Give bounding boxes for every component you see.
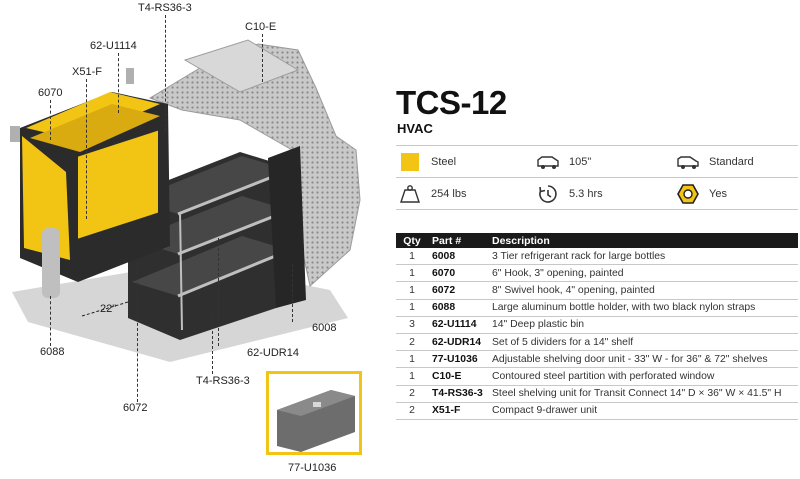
spec-install-time: 5.3 hrs [536, 178, 603, 209]
spec-row: Steel 105" Standard [396, 146, 798, 178]
door-unit-inset [266, 371, 362, 455]
hardware-nut-icon [676, 182, 700, 206]
callout-62-u1114: 62-U1114 [90, 40, 137, 52]
refrigerant-rack [268, 146, 306, 308]
spec-van-length: 105" [536, 146, 591, 177]
callout-c10-e: C10-E [245, 21, 277, 33]
van-roof-icon [676, 150, 700, 174]
bottle-holder [42, 228, 60, 298]
col-description: Description [488, 233, 798, 248]
product-subtitle: HVAC [397, 121, 433, 136]
spec-weight: 254 lbs [398, 178, 466, 209]
spec-panel: TCS-12 HVAC Steel 105" Standard [396, 0, 800, 479]
col-qty: Qty [396, 233, 428, 248]
steel-swatch-icon [398, 150, 422, 174]
spec-grid: Steel 105" Standard 254 lbs [396, 145, 798, 210]
callout-x51-f: X51-F [72, 66, 102, 78]
spec-hardware: Yes [676, 178, 727, 209]
callout-t4-rs36-3-bottom: T4-RS36-3 [196, 375, 250, 387]
weight-icon [398, 182, 422, 206]
callout-6088: 6088 [40, 346, 65, 358]
parts-table-header: Qty Part # Description [396, 233, 798, 248]
callout-62-udr14: 62-UDR14 [247, 347, 299, 359]
van-shelving-drawing [10, 39, 361, 362]
partition-c10e [148, 43, 361, 287]
callout-77-u1036: 77-U1036 [288, 462, 337, 474]
callout-6070: 6070 [38, 87, 63, 99]
spec-row: 254 lbs 5.3 hrs Yes [396, 178, 798, 210]
dimension-22-in: 22" [100, 303, 117, 315]
callout-6008: 6008 [312, 322, 337, 334]
col-part: Part # [428, 233, 488, 248]
product-illustration: T4-RS36-3 C10-E 62-U1114 X51-F 6070 22" … [0, 0, 390, 479]
van-length-icon [536, 150, 560, 174]
product-title: TCS-12 [396, 84, 507, 121]
callout-6072: 6072 [123, 402, 148, 414]
door-unit-drawing [277, 390, 355, 452]
spec-material: Steel [398, 146, 456, 177]
spec-roof: Standard [676, 146, 754, 177]
install-time-icon [536, 182, 560, 206]
callout-t4-rs36-3-top: T4-RS36-3 [138, 2, 192, 14]
